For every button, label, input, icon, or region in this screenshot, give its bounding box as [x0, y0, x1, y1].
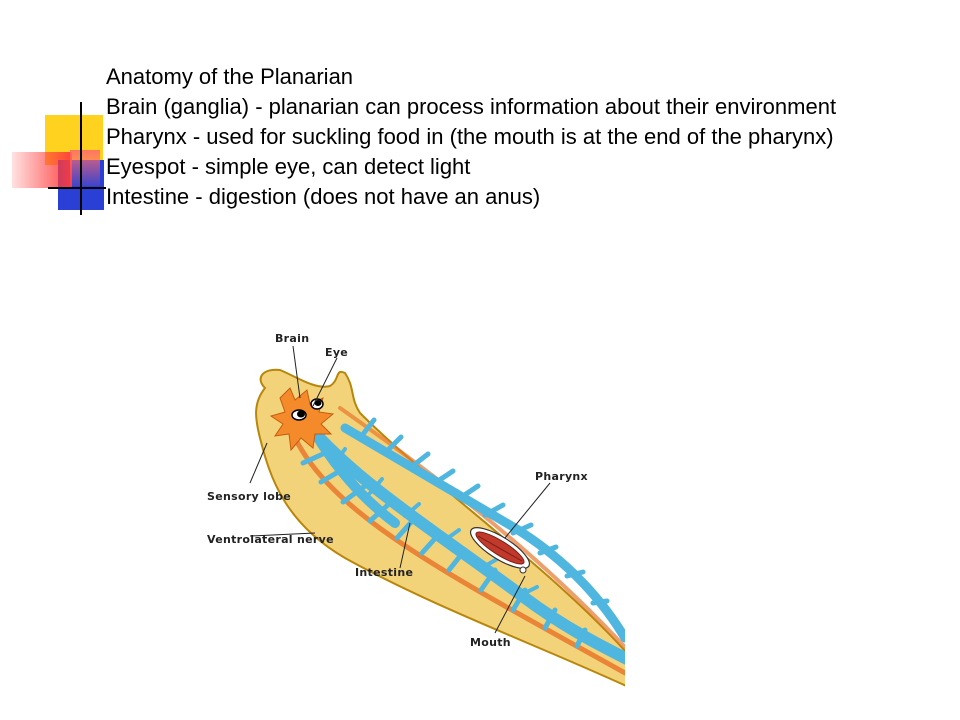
slide-title: Anatomy of the Planarian [106, 64, 354, 89]
label-intestine: Intestine [355, 566, 413, 579]
mouth [519, 566, 527, 574]
text-line-eyespot: Eyespot - simple eye, can detect light [106, 154, 471, 179]
leader-lines [249, 345, 551, 634]
ventrolateral-nerve-left [292, 435, 625, 676]
text-line-intestine: Intestine - digestion (does not have an … [106, 184, 541, 209]
pharynx [469, 527, 531, 569]
label-brain: Brain [275, 332, 309, 345]
planarian-diagram: Brain Eye Sensory lobe Ventrolateral ner… [207, 332, 625, 687]
deco-red-bar [12, 152, 72, 188]
text-line-brain: Brain (ganglia) - planarian can process … [106, 94, 837, 119]
label-mouth: Mouth [470, 636, 511, 649]
label-ventrolateral-nerve: Ventrolateral nerve [207, 533, 334, 546]
slide-decoration [12, 102, 106, 215]
eyespots [291, 398, 324, 421]
slide-text: Anatomy of the Planarian Brain (ganglia)… [106, 62, 906, 212]
label-eye: Eye [325, 346, 348, 359]
ventrolateral-nerve-right [338, 406, 625, 651]
text-line-pharynx: Pharynx - used for suckling food in (the… [106, 124, 834, 149]
label-sensory-lobe: Sensory lobe [207, 490, 291, 503]
intestine [300, 417, 625, 665]
deco-red-square [70, 150, 100, 186]
label-pharynx: Pharynx [535, 470, 588, 483]
